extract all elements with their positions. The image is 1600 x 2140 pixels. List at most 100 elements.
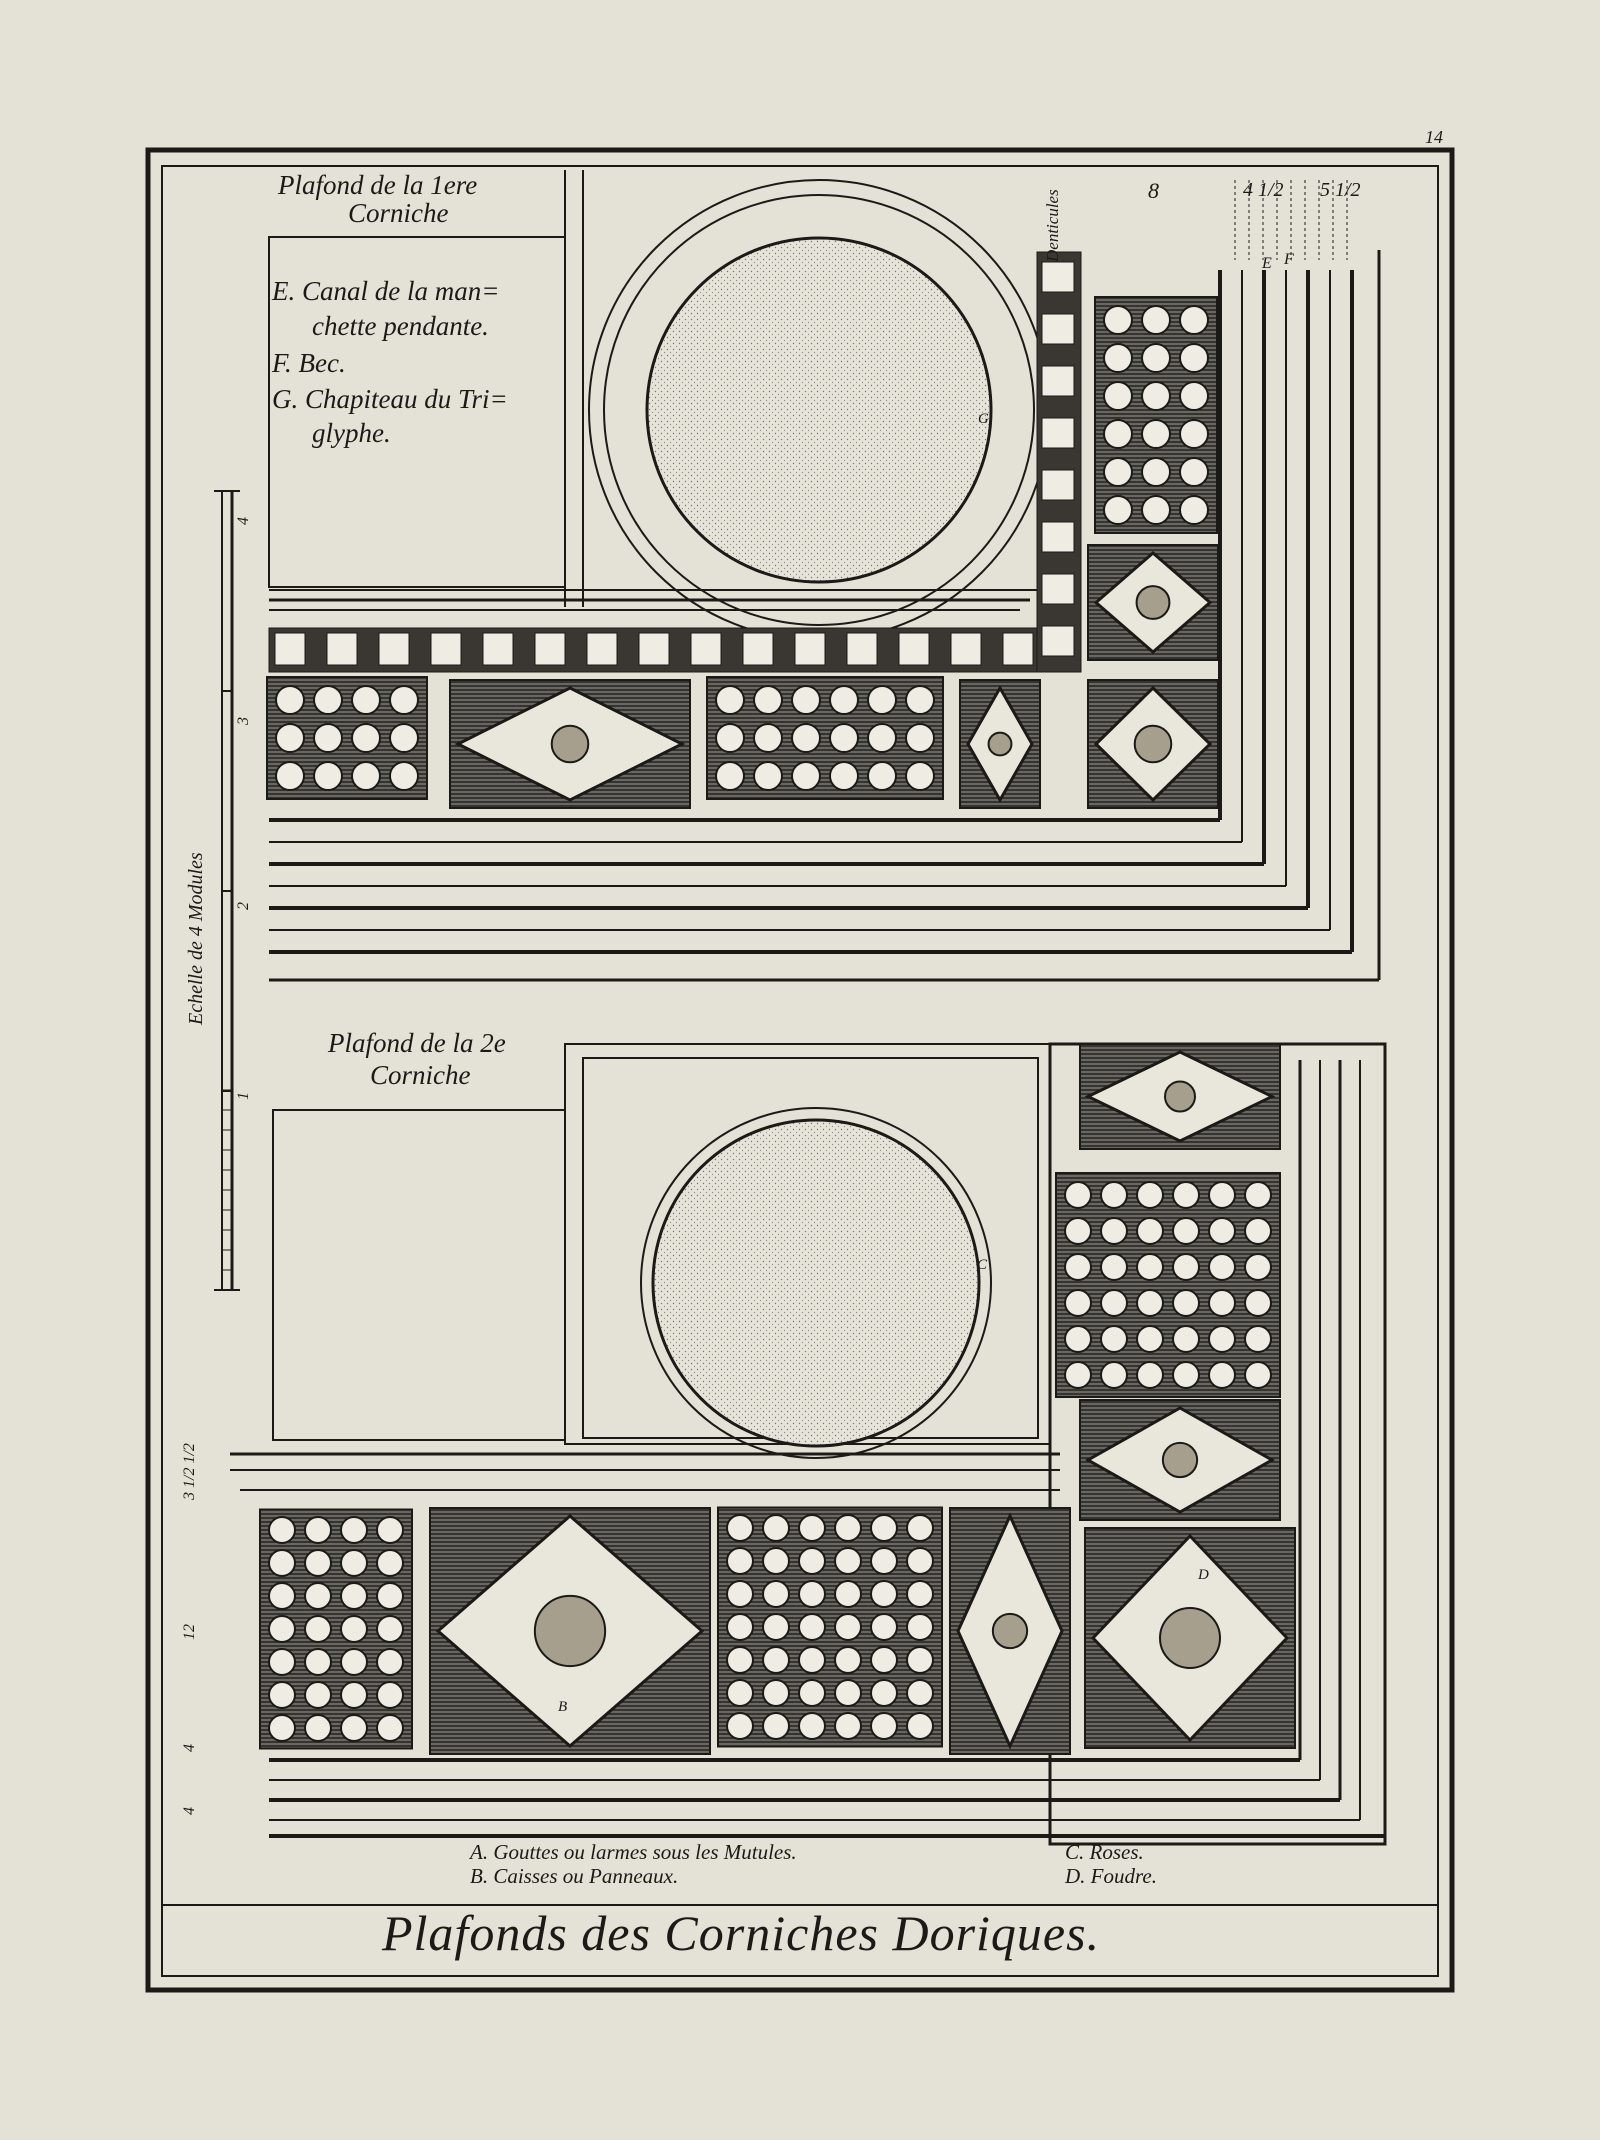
coffer-grid-2-gutta bbox=[715, 761, 745, 791]
mark-g: G bbox=[978, 411, 989, 427]
coffer-grid-6-gutta bbox=[834, 1514, 862, 1542]
mark-f: F bbox=[1284, 251, 1294, 268]
coffer-grid-3-panel bbox=[1094, 296, 1218, 534]
coffer-grid-4-gutta bbox=[1064, 1253, 1092, 1281]
medallion bbox=[651, 1118, 981, 1448]
outer-frame bbox=[145, 147, 1455, 1993]
coffer-grid-6-gutta bbox=[798, 1646, 826, 1674]
coffer-grid-2-gutta bbox=[791, 685, 821, 715]
dentil bbox=[794, 632, 826, 666]
plate-title: Plafonds des Corniches Doriques. bbox=[382, 1905, 1101, 1961]
coffer-grid-4-gutta bbox=[1172, 1217, 1200, 1245]
side-dimension-4a: 4 bbox=[181, 1744, 198, 1752]
coffer-grid-2-gutta bbox=[829, 761, 859, 791]
coffer-grid-4-panel bbox=[1055, 1172, 1281, 1398]
mark-e: E bbox=[1262, 255, 1272, 272]
dentil bbox=[1041, 313, 1075, 345]
coffer-grid-3-gutta bbox=[1141, 381, 1171, 411]
lower-heading-line1: Plafond de la 2e bbox=[328, 1028, 506, 1058]
medallion bbox=[645, 236, 993, 584]
page-number: 14 bbox=[1425, 127, 1443, 147]
coffer-grid-4-gutta bbox=[1208, 1181, 1236, 1209]
coffer-grid-6-gutta bbox=[726, 1646, 754, 1674]
coffer-grid-5-gutta bbox=[340, 1681, 368, 1709]
dentil bbox=[1041, 417, 1075, 449]
coffer-grid-2-gutta bbox=[753, 723, 783, 753]
coffer-grid-5-gutta bbox=[304, 1516, 332, 1544]
coffer-grid-5-gutta bbox=[268, 1615, 296, 1643]
dimension-5-half: 5 1/2 bbox=[1320, 179, 1361, 201]
coffer-grid-6-gutta bbox=[870, 1580, 898, 1608]
coffer-grid-3-gutta bbox=[1141, 305, 1171, 335]
coffer-grid-4-gutta bbox=[1064, 1361, 1092, 1389]
coffer-grid-5-gutta bbox=[304, 1615, 332, 1643]
coffer-grid-5-gutta bbox=[304, 1648, 332, 1676]
scale-tick-4: 4 bbox=[235, 517, 252, 525]
coffer-grid-3-gutta bbox=[1179, 419, 1209, 449]
coffer-grid-5-gutta bbox=[376, 1648, 404, 1676]
coffer-grid-5-gutta bbox=[376, 1615, 404, 1643]
legend-f: F. Bec. bbox=[272, 348, 346, 378]
legend-g-line2: glyphe. bbox=[312, 418, 391, 448]
coffer-diamond-1-rose-icon bbox=[550, 724, 590, 764]
coffer-grid-2-gutta bbox=[829, 685, 859, 715]
coffer-thunderbolt-rose-icon bbox=[1159, 1607, 1221, 1669]
scale-label: Echelle de 4 Modules bbox=[185, 852, 207, 1025]
dentil bbox=[326, 632, 358, 666]
dentil bbox=[846, 632, 878, 666]
dimension-8: 8 bbox=[1148, 178, 1159, 203]
coffer-grid-1-gutta bbox=[351, 761, 381, 791]
coffer-grid-1-gutta bbox=[389, 761, 419, 791]
coffer-grid-4-gutta bbox=[1208, 1361, 1236, 1389]
coffer-rose-1-rose-icon bbox=[987, 731, 1013, 757]
coffer-grid-1-gutta bbox=[313, 761, 343, 791]
coffer-grid-5-gutta bbox=[268, 1714, 296, 1742]
coffer-grid-4-gutta bbox=[1172, 1289, 1200, 1317]
coffer-grid-5-gutta bbox=[340, 1648, 368, 1676]
coffer-grid-6-gutta bbox=[762, 1613, 790, 1641]
coffer-grid-2-gutta bbox=[791, 761, 821, 791]
scale-tick-2: 2 bbox=[235, 902, 252, 910]
coffer-grid-4-gutta bbox=[1136, 1361, 1164, 1389]
legend-e-line1: E. Canal de la man= bbox=[272, 276, 500, 306]
coffer-grid-5-gutta bbox=[376, 1582, 404, 1610]
coffer-grid-5-gutta bbox=[376, 1549, 404, 1577]
upper-heading-line2: Corniche bbox=[348, 198, 449, 228]
ring bbox=[603, 194, 1035, 626]
coffer-grid-3-gutta bbox=[1179, 495, 1209, 525]
coffer-grid-4-gutta bbox=[1100, 1217, 1128, 1245]
coffer-grid-2-gutta bbox=[715, 723, 745, 753]
upper-heading-line1: Plafond de la 1ere bbox=[278, 170, 478, 200]
coffer-grid-6-gutta bbox=[870, 1514, 898, 1542]
coffer-grid-5-gutta bbox=[376, 1516, 404, 1544]
coffer-grid-4-gutta bbox=[1172, 1253, 1200, 1281]
coffer-triangle-rose-icon bbox=[1164, 1080, 1196, 1113]
dentil bbox=[950, 632, 982, 666]
coffer-grid-6-gutta bbox=[798, 1580, 826, 1608]
inner-frame bbox=[161, 165, 1439, 1977]
coffer-diamond-5-rose-icon bbox=[991, 1612, 1029, 1650]
coffer-grid-6-gutta bbox=[834, 1547, 862, 1575]
coffer-grid-5-gutta bbox=[376, 1714, 404, 1742]
coffer-grid-2-gutta bbox=[753, 761, 783, 791]
dentil bbox=[1041, 469, 1075, 501]
coffer-grid-5-gutta bbox=[268, 1516, 296, 1544]
coffer-grid-1-gutta bbox=[389, 685, 419, 715]
coffer-grid-5-gutta bbox=[340, 1549, 368, 1577]
coffer-grid-6-gutta bbox=[870, 1613, 898, 1641]
dentil bbox=[1041, 261, 1075, 293]
coffer-grid-2-gutta bbox=[829, 723, 859, 753]
scale-tick-3: 3 bbox=[235, 717, 252, 725]
coffer-grid-4-gutta bbox=[1136, 1217, 1164, 1245]
caption-d: D. Foudre. bbox=[1065, 1864, 1157, 1888]
mark-b: B bbox=[558, 1699, 568, 1715]
coffer-grid-4-gutta bbox=[1136, 1253, 1164, 1281]
coffer-grid-6-gutta bbox=[870, 1547, 898, 1575]
coffer-grid-4-gutta bbox=[1244, 1289, 1272, 1317]
coffer-grid-1-gutta bbox=[275, 685, 305, 715]
coffer-grid-4-gutta bbox=[1244, 1361, 1272, 1389]
dentil bbox=[274, 632, 306, 666]
coffer-grid-5-gutta bbox=[304, 1681, 332, 1709]
coffer-grid-5-gutta bbox=[340, 1582, 368, 1610]
